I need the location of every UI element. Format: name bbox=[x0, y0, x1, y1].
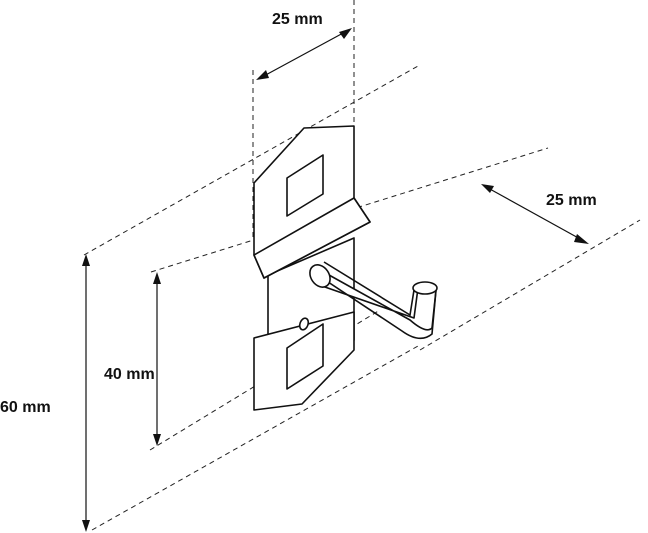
hook-rod-body bbox=[319, 269, 437, 331]
plate-upper-fold bbox=[253, 197, 371, 279]
dimension-line-top-width bbox=[261, 31, 346, 78]
hook-rod bbox=[309, 261, 438, 340]
extension-lines bbox=[83, 0, 641, 531]
arrowhead-inner-height-bottom bbox=[153, 434, 161, 446]
hook-rod-base-end bbox=[309, 264, 331, 288]
label-total-height: 60 mm bbox=[0, 399, 51, 416]
hook-rod-upper-edge bbox=[323, 261, 415, 317]
dimension-line-hook-depth bbox=[487, 187, 583, 241]
arrowhead-total-height-bottom bbox=[82, 520, 90, 532]
arrowhead-total-height-top bbox=[82, 254, 90, 266]
arrowhead-inner-height-top bbox=[153, 272, 161, 284]
hook-rod-lower-edge bbox=[309, 269, 437, 340]
extension-line-hook-tip bbox=[419, 219, 641, 351]
plate-mounting-hole bbox=[298, 317, 310, 331]
bracket-plate bbox=[253, 125, 371, 411]
plate-lower-slot bbox=[286, 323, 324, 390]
label-top-width: 25 mm bbox=[272, 11, 323, 28]
arrowhead-top-width-left bbox=[256, 70, 269, 80]
label-hook-depth: 25 mm bbox=[546, 192, 597, 209]
arrowhead-hook-depth-end bbox=[574, 234, 589, 244]
extension-line-top bbox=[83, 65, 419, 256]
plate-upper-slot bbox=[286, 154, 324, 217]
hook-rod-tip-end bbox=[412, 281, 438, 295]
dimension-lines bbox=[82, 28, 589, 532]
arrowhead-hook-depth-start bbox=[481, 184, 494, 193]
label-inner-height: 40 mm bbox=[104, 366, 155, 383]
arrowhead-top-width-right bbox=[339, 28, 352, 39]
